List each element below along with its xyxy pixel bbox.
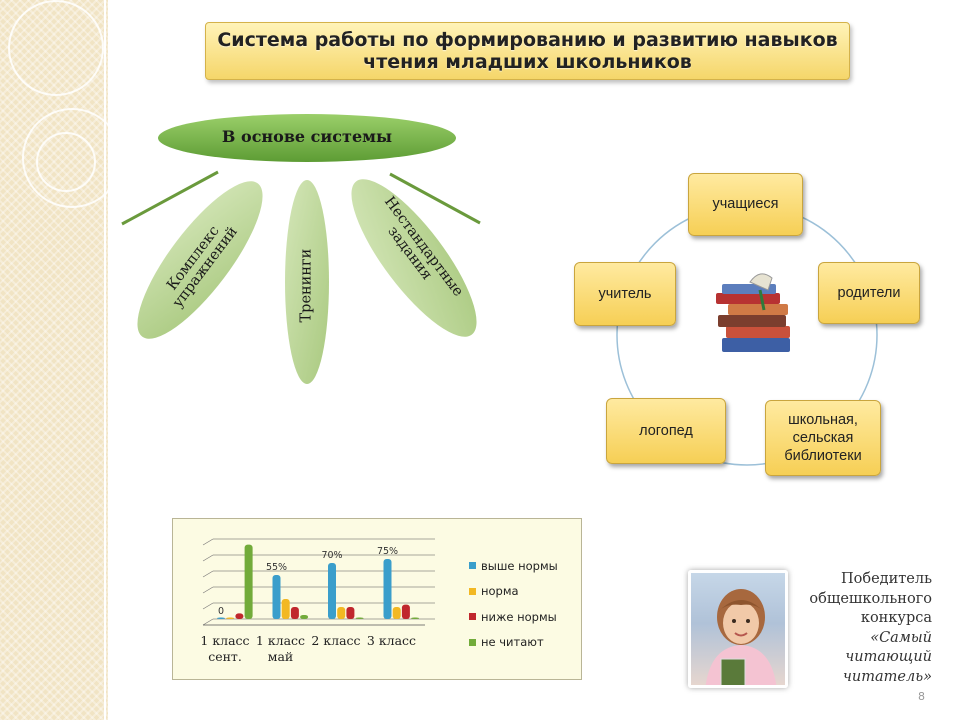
- decorative-circle: [8, 0, 104, 96]
- chart-category-label: 2 класс: [311, 633, 361, 648]
- chart-legend-item: выше нормы: [469, 553, 558, 579]
- chart-category-label: 3 класс: [366, 633, 417, 648]
- chart-bar-4-2: [300, 615, 309, 619]
- chart-data-label: 0: [218, 606, 224, 617]
- reading-skills-chart: 0 55% 70% 75% выше нормы норма ниже нормы не ч…: [172, 518, 582, 680]
- node-speech-therapist: логопед: [606, 398, 726, 464]
- title-line-2: чтения младших школьников: [363, 51, 692, 73]
- leaf-exercises: [137, 181, 263, 339]
- decorative-circle: [36, 132, 96, 192]
- chart-category-label: 1 класс май: [255, 633, 306, 665]
- chart-bar-1-1: [217, 617, 225, 619]
- chart-bar-2-1: [226, 617, 235, 619]
- chart-gridline-side: [202, 586, 214, 594]
- slide-title: Система работы по формированию и развити…: [205, 22, 850, 80]
- chart-gridline-side: [202, 538, 214, 546]
- side-divider: [104, 0, 106, 720]
- chart-legend-swatch: [469, 562, 476, 570]
- connector-line-left: [121, 170, 219, 226]
- node-library: школьная, сельская библиотеки: [765, 400, 881, 476]
- winner-caption: Победитель общешкольного конкурса «Самый…: [809, 571, 932, 685]
- chart-plot: 0 55% 70% 75%: [202, 538, 435, 626]
- chart-legend: выше нормы норма ниже нормы не читают: [469, 553, 558, 655]
- chart-data-label: 70%: [321, 550, 342, 561]
- chart-legend-item: ниже нормы: [469, 604, 558, 630]
- chart-legend-item: не читают: [469, 630, 558, 656]
- chart-bar-1-3: [328, 563, 336, 619]
- chart-gridline-side: [202, 618, 214, 626]
- chart-legend-swatch: [469, 638, 476, 646]
- chart-legend-swatch: [469, 613, 476, 621]
- page-number: 8: [918, 690, 925, 703]
- chart-gridline-side: [202, 554, 214, 562]
- basis-label: В основе системы: [221, 127, 393, 146]
- chart-bar-2-3: [337, 607, 346, 619]
- chart-legend-label: выше нормы: [481, 558, 558, 573]
- leaf-label-trainings: Тренинги: [298, 248, 315, 323]
- leaf-trainings: [285, 180, 329, 384]
- chart-gridline-side: [202, 570, 214, 578]
- chart-bar-4-1: [244, 544, 253, 619]
- chart-bar-3-4: [401, 604, 410, 619]
- chart-bar-3-2: [290, 607, 299, 619]
- chart-legend-item: норма: [469, 579, 558, 605]
- chart-bar-1-4: [383, 559, 392, 619]
- chart-bar-4-3: [355, 617, 364, 619]
- books-icon: [716, 273, 790, 352]
- chart-bar-4-4: [411, 617, 420, 619]
- chart-data-label: 75%: [377, 546, 398, 557]
- chart-data-label: 55%: [266, 562, 287, 573]
- connector-line-right: [389, 172, 481, 225]
- chart-bar-2-2: [281, 599, 290, 619]
- winner-photo: [688, 570, 788, 688]
- chart-category-label: 1 класс сент.: [200, 633, 250, 665]
- node-parents: родители: [818, 262, 920, 324]
- basis-oval: [158, 114, 456, 162]
- chart-legend-swatch: [469, 587, 476, 595]
- node-students: учащиеся: [688, 173, 803, 236]
- title-line-1: Система работы по формированию и развити…: [217, 29, 838, 51]
- chart-bar-3-1: [235, 613, 244, 619]
- chart-legend-label: ниже нормы: [481, 609, 557, 624]
- chart-bar-3-3: [346, 607, 355, 619]
- leaf-nonstandard: [351, 179, 477, 337]
- node-teacher: учитель: [574, 262, 676, 326]
- chart-gridline-side: [202, 602, 214, 610]
- decorative-circle: [22, 108, 122, 208]
- chart-bar-1-2: [272, 575, 281, 619]
- chart-legend-label: не читают: [481, 635, 544, 650]
- chart-legend-label: норма: [481, 584, 519, 599]
- girl-portrait-image: [705, 589, 777, 685]
- chart-bar-2-4: [392, 607, 401, 619]
